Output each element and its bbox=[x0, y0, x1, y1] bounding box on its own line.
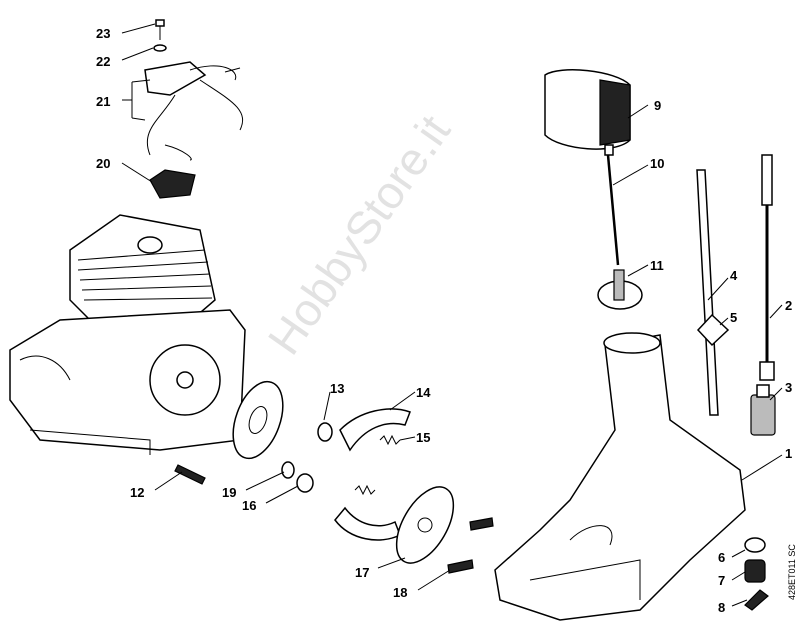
part-hose-4 bbox=[696, 169, 730, 416]
part-ignition-module-21 bbox=[144, 61, 243, 161]
label-18: 18 bbox=[393, 585, 407, 600]
label-5: 5 bbox=[730, 310, 737, 325]
part-clutch-shoe-17 bbox=[334, 506, 401, 541]
part-clutch-shoe-14 bbox=[339, 408, 411, 452]
part-cover-plate bbox=[395, 486, 455, 564]
part-engine-housing bbox=[9, 214, 246, 455]
label-23: 23 bbox=[96, 26, 110, 41]
label-2: 2 bbox=[785, 298, 792, 313]
part-tank-cap-9 bbox=[544, 69, 631, 156]
part-clutch-carrier-19 bbox=[232, 380, 284, 460]
part-spring-17 bbox=[354, 484, 376, 496]
part-ring-19 bbox=[281, 461, 295, 479]
part-hose-2 bbox=[759, 154, 775, 381]
label-20: 20 bbox=[96, 156, 110, 171]
part-screw-23 bbox=[155, 19, 165, 40]
part-buffer-7 bbox=[744, 559, 766, 583]
part-screw-12 bbox=[174, 464, 206, 485]
part-cord-10 bbox=[606, 154, 620, 266]
part-spring-15 bbox=[379, 434, 401, 446]
part-washer-22 bbox=[153, 44, 167, 52]
watermark: HobbyStore.it bbox=[258, 105, 461, 363]
label-7: 7 bbox=[718, 573, 725, 588]
label-1: 1 bbox=[785, 446, 792, 461]
part-washer-13 bbox=[317, 422, 333, 442]
label-22: 22 bbox=[96, 54, 110, 69]
label-15: 15 bbox=[416, 430, 430, 445]
label-3: 3 bbox=[785, 380, 792, 395]
label-19: 19 bbox=[222, 485, 236, 500]
part-sleeve-16 bbox=[296, 473, 314, 493]
label-4: 4 bbox=[730, 268, 738, 283]
label-21: 21 bbox=[96, 94, 110, 109]
label-12: 12 bbox=[130, 485, 144, 500]
part-fuel-tank-1 bbox=[494, 332, 746, 621]
label-17: 17 bbox=[355, 565, 369, 580]
label-14: 14 bbox=[416, 385, 431, 400]
part-screw-18b bbox=[447, 559, 474, 574]
label-11: 11 bbox=[650, 258, 664, 273]
label-10: 10 bbox=[650, 156, 664, 171]
label-13: 13 bbox=[330, 381, 344, 396]
leader-lines bbox=[121, 23, 783, 607]
label-9: 9 bbox=[654, 98, 661, 113]
label-8: 8 bbox=[718, 600, 725, 615]
label-6: 6 bbox=[718, 550, 725, 565]
part-grommet-6 bbox=[744, 537, 766, 553]
part-screw-8 bbox=[744, 589, 769, 611]
part-retainer-11 bbox=[597, 269, 643, 310]
part-bracket-20 bbox=[149, 169, 196, 199]
label-16: 16 bbox=[242, 498, 256, 513]
part-fuel-filter-3 bbox=[750, 384, 776, 436]
part-screw-18a bbox=[469, 517, 494, 531]
drawing-code: 428ET011 SC bbox=[787, 544, 797, 600]
